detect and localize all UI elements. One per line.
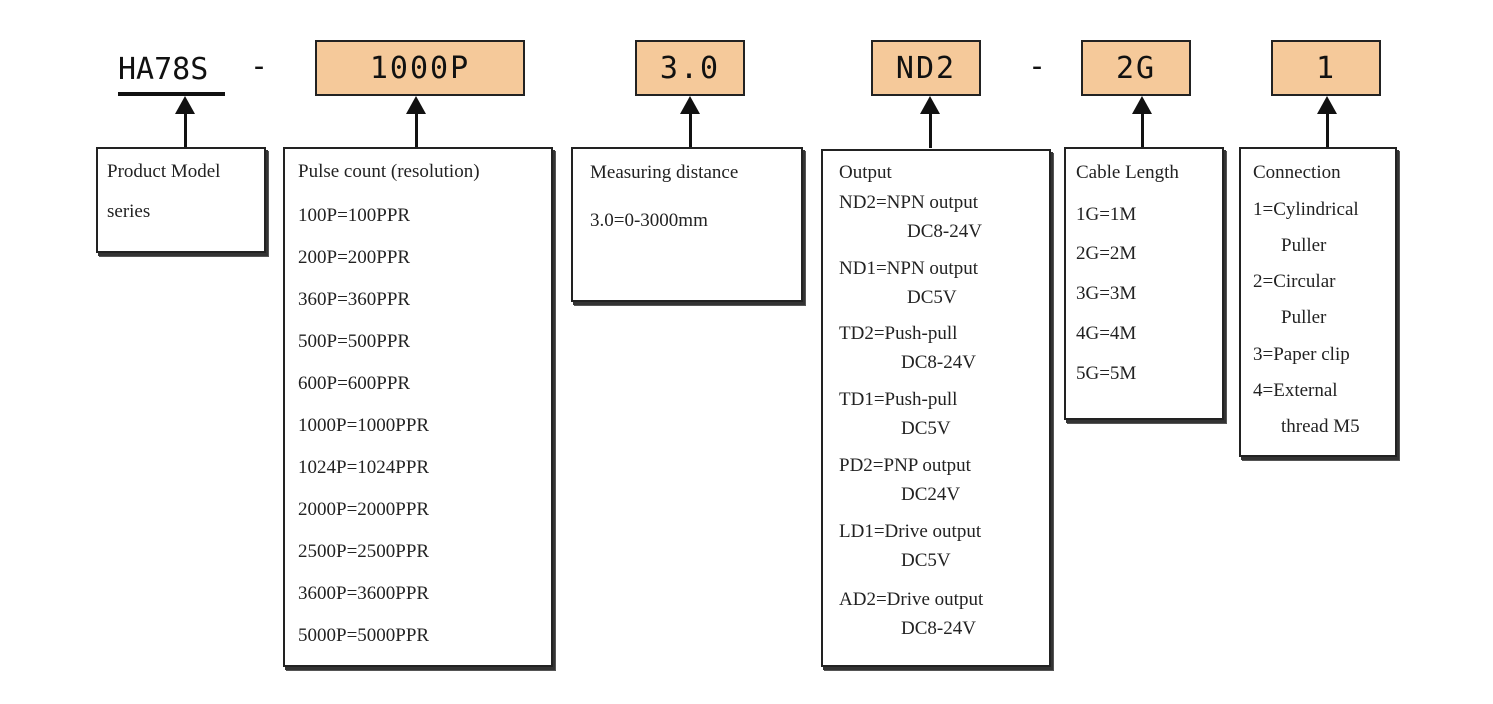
cable-item: 2G=2M	[1076, 243, 1137, 264]
distance-info-box: Measuring distance 3.0=0-3000mm	[571, 147, 803, 302]
model-info-title: Product Model	[107, 161, 221, 182]
cable-item: 3G=3M	[1076, 283, 1137, 304]
model-info-title-2: series	[107, 201, 151, 222]
output-info-box: Output ND2=NPN output DC8-24V ND1=NPN ou…	[821, 149, 1051, 667]
output-code: ND2	[895, 50, 957, 86]
cable-item: 5G=5M	[1076, 363, 1137, 384]
output-info-title: Output	[839, 162, 892, 183]
pulse-item: 5000P=5000PPR	[298, 625, 430, 646]
output-item-voltage: DC5V	[901, 550, 951, 571]
connection-item-cont: thread M5	[1281, 416, 1360, 437]
output-item-voltage: DC24V	[901, 484, 961, 505]
pulse-item: 600P=600PPR	[298, 373, 411, 394]
separator-2: -	[1028, 49, 1047, 84]
pulse-info-box: Pulse count (resolution) 100P=100PPR 200…	[283, 147, 553, 667]
pulse-item: 200P=200PPR	[298, 247, 411, 268]
connection-item: 4=External	[1253, 380, 1338, 401]
pulse-item: 1000P=1000PPR	[298, 415, 430, 436]
cable-item: 1G=1M	[1076, 204, 1137, 225]
output-item-voltage: DC8-24V	[901, 352, 976, 373]
output-item: TD1=Push-pull	[839, 389, 958, 410]
distance-code-box: 3.0	[635, 40, 745, 96]
pulse-info-title: Pulse count (resolution)	[298, 161, 480, 182]
distance-info-title: Measuring distance	[590, 162, 739, 183]
output-item-voltage: DC5V	[901, 418, 951, 439]
pulse-item: 2500P=2500PPR	[298, 541, 430, 562]
output-item-voltage: DC5V	[907, 287, 957, 308]
cable-info-box: Cable Length 1G=1M 2G=2M 3G=3M 4G=4M 5G=…	[1064, 147, 1224, 420]
connection-item: 3=Paper clip	[1253, 344, 1350, 365]
model-info-box: Product Model series	[96, 147, 266, 253]
connection-code: 1	[1315, 50, 1337, 86]
distance-item: 3.0=0-3000mm	[590, 210, 708, 231]
distance-code: 3.0	[659, 50, 721, 86]
pulse-code-box: 1000P	[315, 40, 525, 96]
connection-info-title: Connection	[1253, 162, 1341, 183]
pulse-item: 1024P=1024PPR	[298, 457, 430, 478]
connection-item-cont: Puller	[1281, 307, 1327, 328]
cable-code: 2G	[1115, 50, 1157, 86]
pulse-item: 2000P=2000PPR	[298, 499, 430, 520]
model-code: HA78S	[118, 52, 209, 87]
pulse-item: 500P=500PPR	[298, 331, 411, 352]
output-item: TD2=Push-pull	[839, 323, 958, 344]
connection-item-cont: Puller	[1281, 235, 1327, 256]
separator-1: -	[250, 49, 269, 84]
output-item: AD2=Drive output	[839, 589, 984, 610]
connection-item: 2=Circular	[1253, 271, 1336, 292]
cable-info-title: Cable Length	[1076, 162, 1179, 183]
connection-code-box: 1	[1271, 40, 1381, 96]
connection-item: 1=Cylindrical	[1253, 199, 1359, 220]
output-code-box: ND2	[871, 40, 981, 96]
output-item-voltage: DC8-24V	[901, 618, 976, 639]
output-item: LD1=Drive output	[839, 521, 982, 542]
output-item: ND1=NPN output	[839, 258, 978, 279]
output-item: PD2=PNP output	[839, 455, 971, 476]
output-item-voltage: DC8-24V	[907, 221, 982, 242]
model-code-underline	[118, 92, 225, 96]
output-item: ND2=NPN output	[839, 192, 978, 213]
pulse-item: 3600P=3600PPR	[298, 583, 430, 604]
connection-info-box: Connection 1=Cylindrical Puller 2=Circul…	[1239, 147, 1397, 457]
cable-code-box: 2G	[1081, 40, 1191, 96]
cable-item: 4G=4M	[1076, 323, 1137, 344]
pulse-item: 360P=360PPR	[298, 289, 411, 310]
pulse-item: 100P=100PPR	[298, 205, 411, 226]
pulse-code: 1000P	[369, 50, 471, 86]
